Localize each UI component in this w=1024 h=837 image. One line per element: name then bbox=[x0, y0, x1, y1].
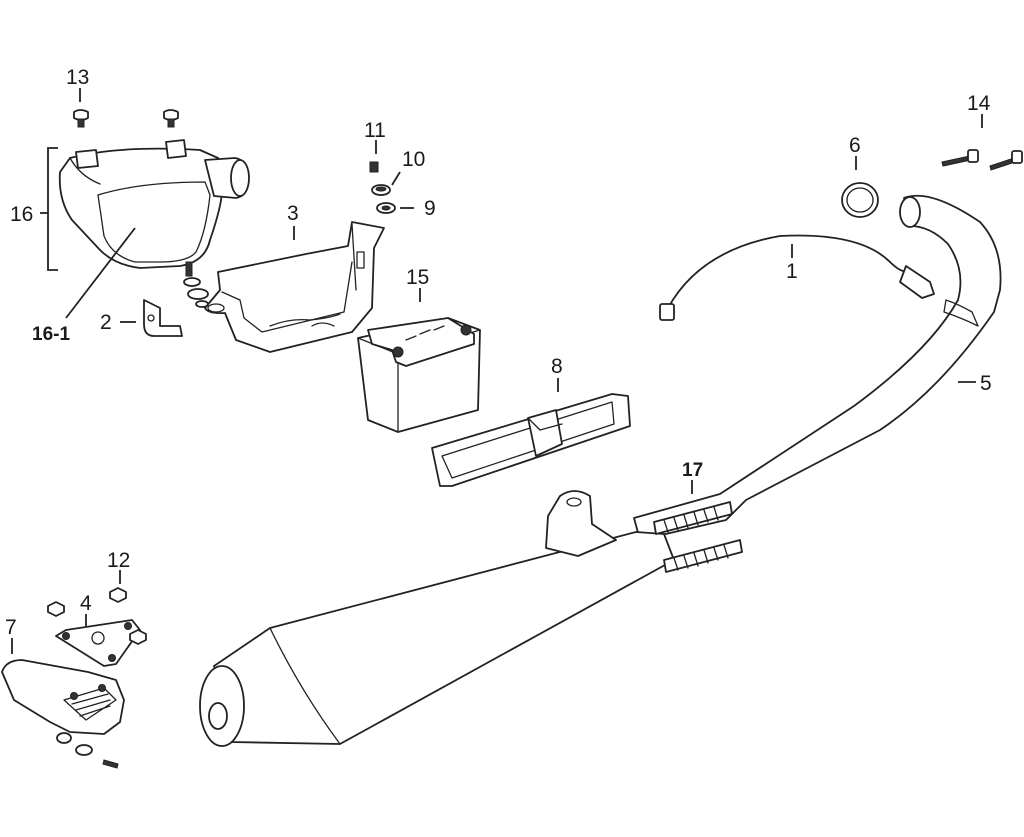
part-11-10-9-fasteners bbox=[369, 161, 414, 214]
callout-12: 12 bbox=[107, 549, 130, 572]
part-1-sensor-wire bbox=[659, 234, 935, 321]
mount-bolt-washers bbox=[183, 261, 209, 308]
callout-4: 4 bbox=[80, 592, 92, 615]
part-8-strap bbox=[431, 393, 631, 487]
part-6-gasket bbox=[841, 182, 879, 218]
callout-14: 14 bbox=[967, 92, 991, 115]
callout-11: 11 bbox=[364, 119, 386, 142]
part-5-exhaust bbox=[199, 194, 1002, 747]
callout-16: 16 bbox=[10, 203, 33, 226]
bracket-16 bbox=[47, 147, 58, 271]
callout-7: 7 bbox=[5, 616, 17, 639]
part-14-bolts bbox=[941, 149, 1023, 171]
part-7-footrest-bracket bbox=[1, 638, 125, 769]
part-15-battery bbox=[357, 317, 481, 433]
part-13-bolts bbox=[73, 109, 179, 128]
part-3-battery-tray bbox=[204, 221, 385, 353]
callout-10: 10 bbox=[402, 148, 425, 171]
callout-9: 9 bbox=[424, 197, 436, 220]
callout-5: 5 bbox=[980, 372, 992, 395]
callout-15: 15 bbox=[406, 266, 429, 289]
part-4-plate bbox=[47, 587, 147, 667]
callout-2: 2 bbox=[100, 311, 112, 334]
part-2-bracket bbox=[120, 299, 183, 337]
callout-16-1: 16-1 bbox=[32, 324, 70, 345]
callout-6: 6 bbox=[849, 134, 861, 157]
callout-17: 17 bbox=[682, 460, 703, 481]
callout-1: 1 bbox=[786, 260, 798, 283]
leader-16-1 bbox=[65, 227, 136, 319]
part-16-side-cover bbox=[58, 139, 250, 269]
callout-8: 8 bbox=[551, 355, 563, 378]
callout-3: 3 bbox=[287, 202, 299, 225]
callout-13: 13 bbox=[66, 66, 89, 89]
